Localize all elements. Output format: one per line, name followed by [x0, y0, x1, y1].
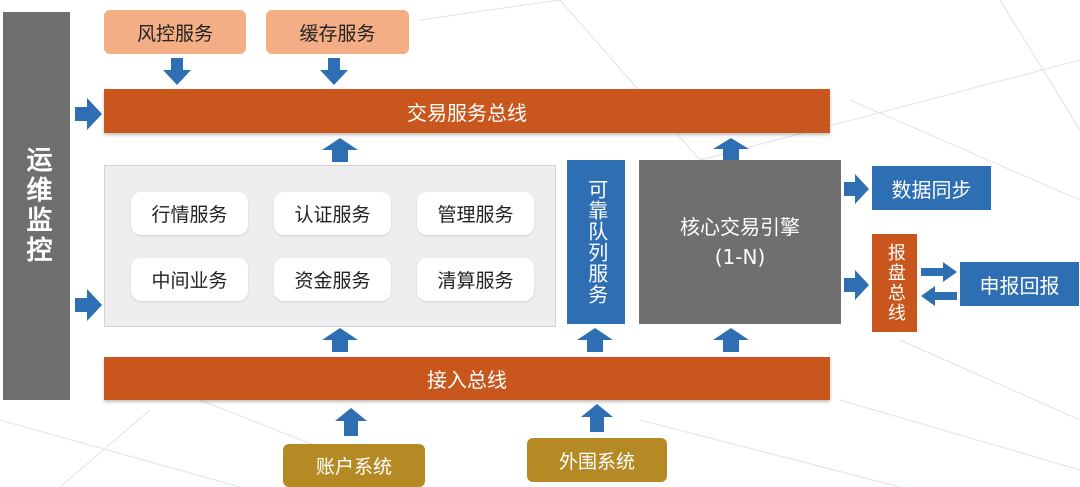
- arrow-up-access-to-services: [322, 328, 358, 352]
- management-label: 管理服务: [437, 204, 514, 226]
- trade-service-bus: 交易服务总线: [104, 89, 830, 133]
- access-bus: 接入总线: [104, 357, 830, 400]
- arrow-up-services-to-bus: [322, 138, 358, 162]
- account-system-label: 账户系统: [315, 456, 392, 478]
- arrow-right-engine-to-datasync: [844, 174, 869, 204]
- peripheral-system: 外围系统: [527, 438, 667, 482]
- services-panel: [104, 165, 556, 327]
- core-engine-title: 核心交易引擎: [680, 215, 800, 239]
- arrow-right-ops-bottom: [75, 289, 102, 321]
- access-bus-label: 接入总线: [427, 368, 507, 392]
- middle-business-label: 中间业务: [151, 270, 228, 292]
- trade-service-bus-label: 交易服务总线: [407, 100, 527, 125]
- ops-monitor-bar: 运维监控: [3, 12, 70, 400]
- core-trading-engine: 核心交易引擎 (1-N): [639, 160, 841, 324]
- middle-business-service: 中间业务: [131, 258, 248, 301]
- risk-control-label: 风控服务: [136, 22, 213, 45]
- arrow-up-account-system: [335, 408, 367, 436]
- funds-label: 资金服务: [294, 270, 371, 292]
- report-reply-label: 申报回报: [979, 273, 1060, 298]
- arrow-down-cache: [320, 58, 348, 85]
- auth-label: 认证服务: [294, 204, 371, 226]
- management-service: 管理服务: [417, 192, 534, 235]
- cache-label: 缓存服务: [299, 22, 376, 45]
- peripheral-system-label: 外围系统: [558, 450, 635, 473]
- cache-service: 缓存服务: [266, 10, 409, 54]
- market-data-service: 行情服务: [131, 192, 248, 235]
- data-sync-label: 数据同步: [891, 177, 972, 202]
- data-sync: 数据同步: [872, 166, 991, 210]
- clearing-label: 清算服务: [437, 270, 514, 292]
- clearing-service: 清算服务: [417, 258, 534, 301]
- arrow-up-access-to-queue: [577, 328, 613, 352]
- auth-service: 认证服务: [274, 192, 391, 235]
- account-system: 账户系统: [283, 444, 425, 487]
- arrow-right-reportbus-to-reply: [921, 262, 957, 282]
- funds-service: 资金服务: [274, 258, 391, 301]
- reliable-queue-label: 可靠队列服务: [584, 179, 609, 305]
- arrow-left-reply-to-reportbus: [921, 286, 957, 306]
- arrow-right-engine-to-reportbus: [844, 270, 869, 300]
- reliable-queue-service: 可靠队列服务: [567, 160, 625, 324]
- arrow-up-peripheral-system: [581, 404, 613, 432]
- report-bus-label: 报盘总线: [884, 243, 906, 323]
- arrow-up-engine-to-bus: [713, 138, 749, 160]
- arrow-up-access-to-engine: [713, 328, 749, 352]
- report-reply: 申报回报: [960, 262, 1079, 306]
- report-bus: 报盘总线: [872, 234, 917, 332]
- arrow-right-ops-top: [75, 98, 102, 130]
- ops-monitor-label: 运维监控: [22, 146, 52, 266]
- risk-control-service: 风控服务: [104, 10, 246, 54]
- arrow-down-risk: [163, 58, 191, 85]
- market-data-label: 行情服务: [151, 204, 228, 226]
- core-engine-count: (1-N): [714, 245, 766, 269]
